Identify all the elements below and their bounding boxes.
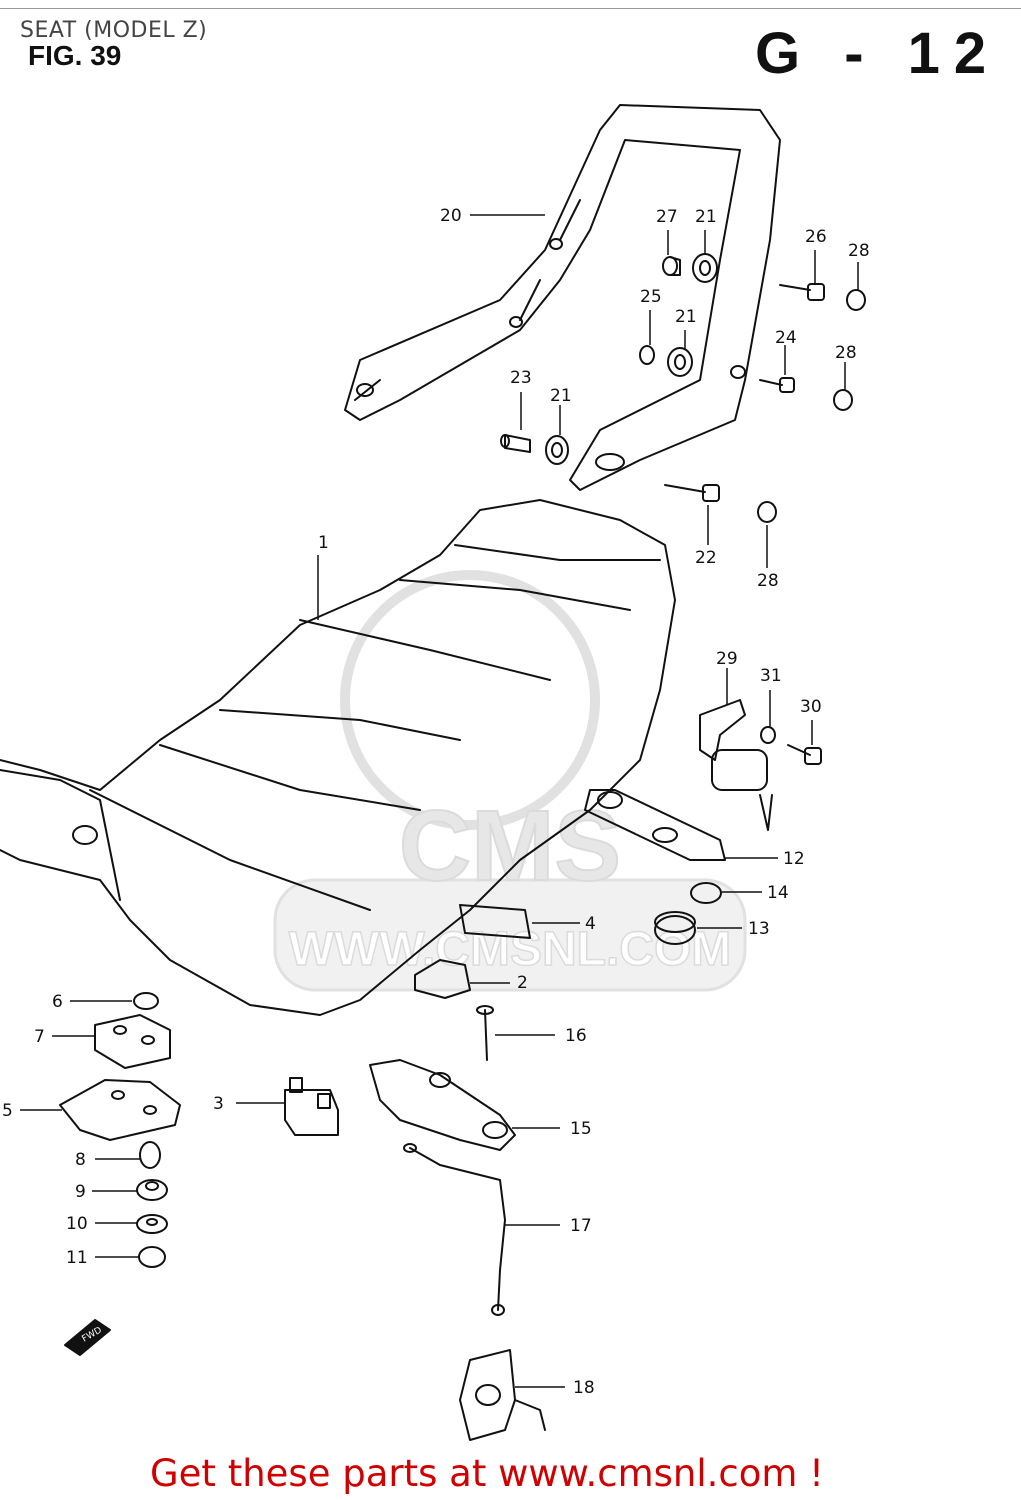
cushion-9 xyxy=(136,1179,168,1201)
fwd-arrow xyxy=(64,1319,111,1356)
cable-17 xyxy=(403,1143,506,1316)
watermark-url: WWW.CMSNL.COM xyxy=(289,923,732,976)
spacer-25 xyxy=(639,345,655,365)
callout-9: 9 xyxy=(75,1182,86,1202)
washer-31 xyxy=(760,726,776,744)
callout-30: 30 xyxy=(800,697,822,717)
bolt-22 xyxy=(664,484,720,502)
cushion-21-c xyxy=(545,435,569,465)
callout-14: 14 xyxy=(767,883,789,903)
bracket-2 xyxy=(414,959,471,999)
callouts: 1 2 3 4 5 6 7 8 9 10 11 12 13 14 15 16 1… xyxy=(2,206,870,1398)
figure-number: FIG. 39 xyxy=(28,40,122,71)
callout-4: 4 xyxy=(585,914,596,934)
callout-28-c: 28 xyxy=(757,571,779,591)
callout-25: 25 xyxy=(640,287,662,307)
callout-16: 16 xyxy=(565,1026,587,1046)
pad-4 xyxy=(459,904,531,939)
nut-14 xyxy=(690,882,722,904)
lock-18 xyxy=(459,1349,546,1441)
screw-16 xyxy=(476,1005,494,1061)
plate-5 xyxy=(59,1079,181,1141)
callout-2: 2 xyxy=(517,973,528,993)
cushion-21-a xyxy=(692,253,718,283)
group-code: G - 12 xyxy=(755,21,1001,86)
callout-3: 3 xyxy=(213,1094,224,1114)
callout-20: 20 xyxy=(440,206,462,226)
spacer-23 xyxy=(500,434,531,453)
callout-1: 1 xyxy=(318,533,329,553)
lock-bracket xyxy=(699,699,773,831)
callout-24: 24 xyxy=(775,328,797,348)
callout-28-a: 28 xyxy=(848,241,870,261)
seat xyxy=(0,499,676,1016)
watermark-emblem xyxy=(340,570,600,830)
collar-8 xyxy=(139,1141,161,1169)
callout-8: 8 xyxy=(75,1150,86,1170)
nut-11 xyxy=(138,1246,166,1268)
latch-15 xyxy=(369,1059,516,1151)
washer-10 xyxy=(136,1214,168,1234)
nut-6 xyxy=(133,992,159,1010)
plate-12 xyxy=(584,789,726,861)
callout-6: 6 xyxy=(52,992,63,1012)
hinge-3 xyxy=(284,1077,339,1136)
plate-7 xyxy=(94,1014,171,1069)
watermark-brand: CMS xyxy=(399,790,621,902)
callout-5: 5 xyxy=(2,1101,13,1121)
cap-28-a xyxy=(846,289,866,311)
bolt-24 xyxy=(759,377,795,393)
cap-28-c xyxy=(757,501,777,523)
bolt-26 xyxy=(779,283,825,301)
callout-7: 7 xyxy=(34,1027,45,1047)
callout-31: 31 xyxy=(760,666,782,686)
callout-18: 18 xyxy=(573,1378,595,1398)
get-parts-link[interactable]: Get these parts at www.cmsnl.com ! xyxy=(150,1452,825,1495)
cushion-21-b xyxy=(667,347,693,377)
watermark: CMS WWW.CMSNL.COM xyxy=(273,570,747,992)
callout-11: 11 xyxy=(66,1248,88,1268)
callout-22: 22 xyxy=(695,548,717,568)
callout-12: 12 xyxy=(783,849,805,869)
page-title: SEAT (MODEL Z) xyxy=(20,18,208,43)
callout-15: 15 xyxy=(570,1119,592,1139)
leader-lines xyxy=(20,214,859,1388)
callout-21-a: 21 xyxy=(695,207,717,227)
callout-10: 10 xyxy=(66,1214,88,1234)
callout-17: 17 xyxy=(570,1216,592,1236)
bolt-30 xyxy=(787,744,822,765)
top-rule xyxy=(0,8,1021,9)
grab-rail xyxy=(344,104,781,491)
spacer-27 xyxy=(662,256,681,276)
callout-28-b: 28 xyxy=(835,343,857,363)
callout-21-c: 21 xyxy=(550,386,572,406)
callout-23: 23 xyxy=(510,368,532,388)
cushion-13 xyxy=(654,911,696,945)
callout-26: 26 xyxy=(805,227,827,247)
callout-13: 13 xyxy=(748,919,770,939)
cap-28-b xyxy=(833,389,853,411)
callout-29: 29 xyxy=(716,649,738,669)
callout-27: 27 xyxy=(656,207,678,227)
callout-21-b: 21 xyxy=(675,307,697,327)
watermark-plate xyxy=(273,878,747,992)
